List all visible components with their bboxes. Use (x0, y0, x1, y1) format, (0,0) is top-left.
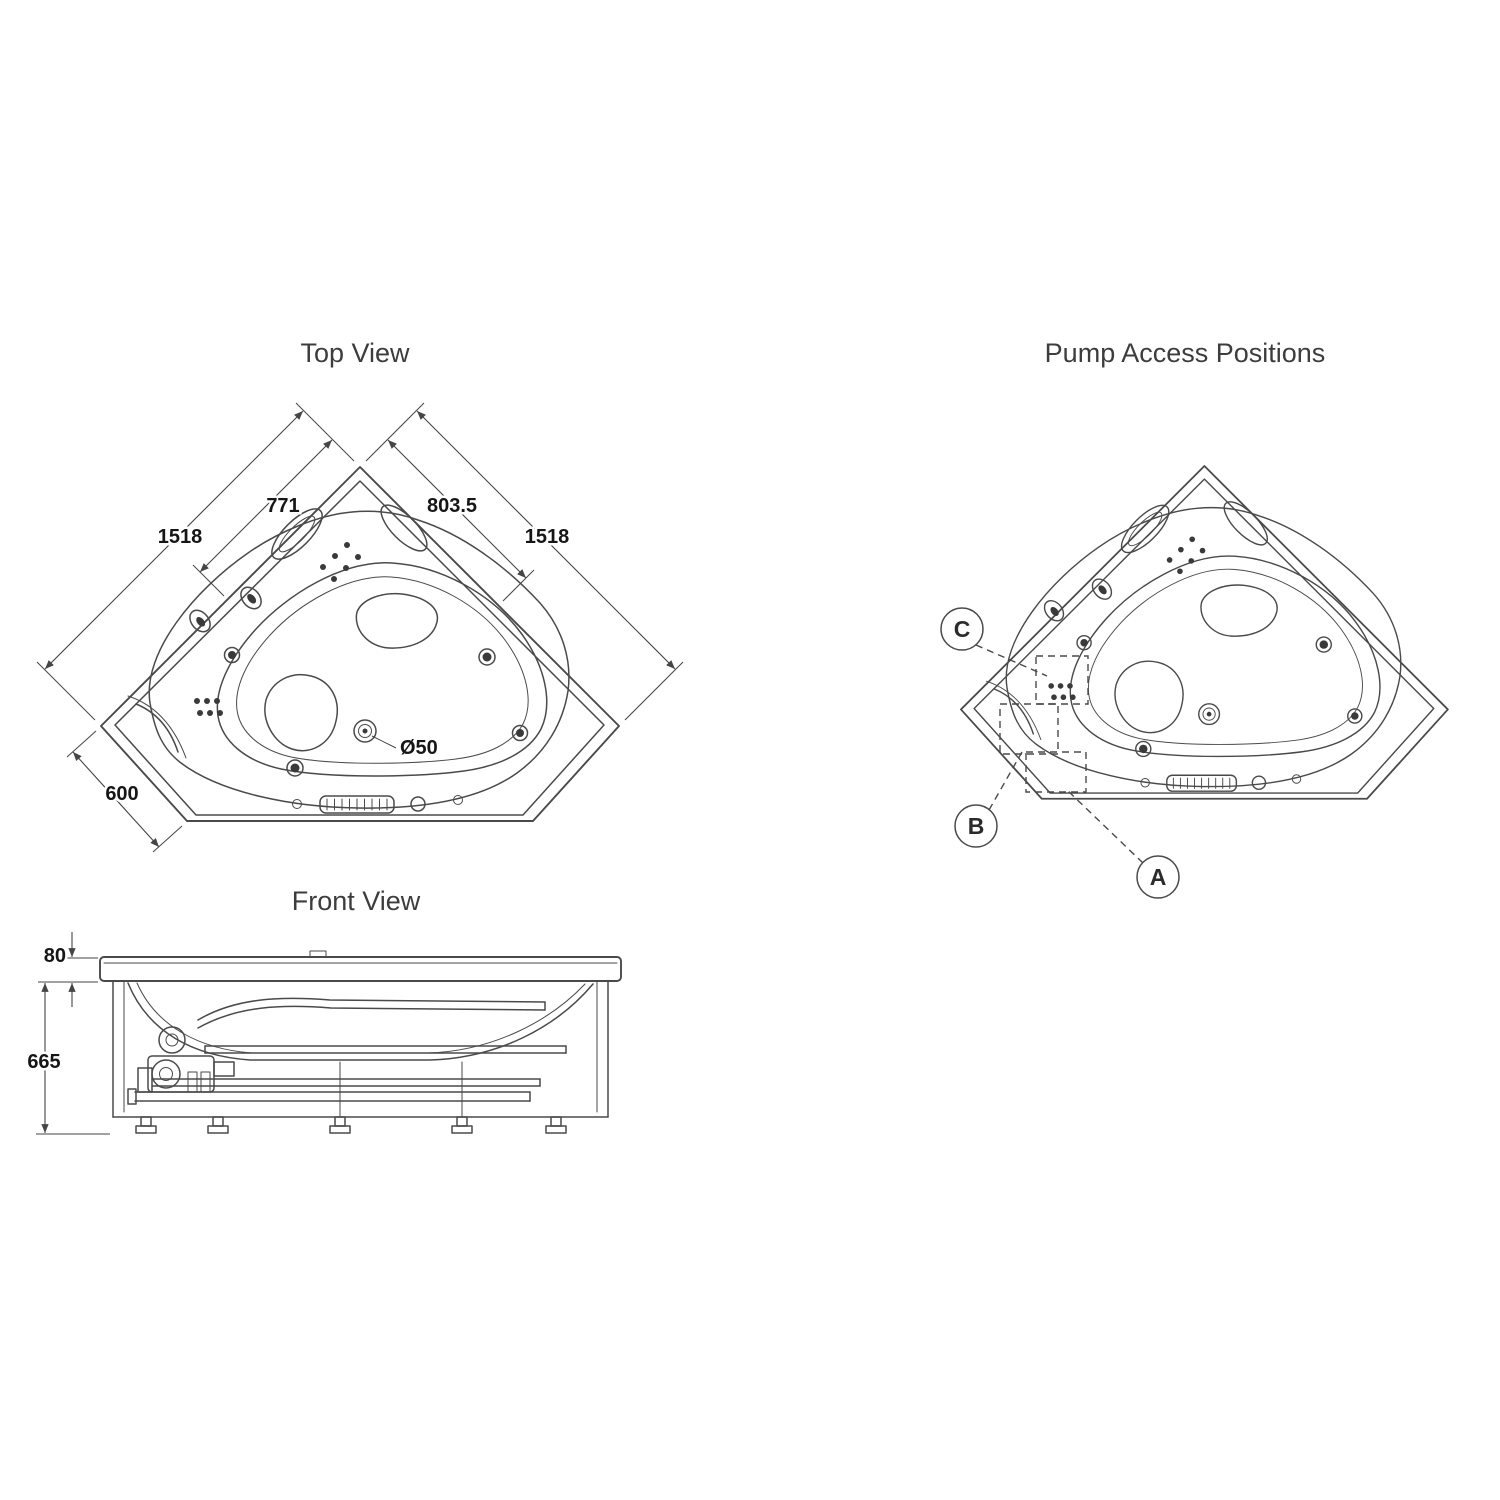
dimension-side-right: 1518 (365, 402, 684, 721)
dim-label-1518-left: 1518 (158, 526, 203, 548)
dimension-edge-left: 771 (192, 439, 333, 597)
dim-label-771: 771 (266, 495, 299, 517)
dim-label-drain: Ø50 (400, 737, 438, 759)
pump-position-box-c (1035, 655, 1089, 705)
leader-b (988, 751, 1023, 811)
top-view-title: Top View (300, 338, 410, 368)
front-frame (112, 980, 609, 1118)
front-view-dimensions: 80 665 (25, 932, 110, 1135)
pump-access-title: Pump Access Positions (1045, 338, 1326, 368)
position-marker-c: C (940, 607, 984, 651)
position-label-a: A (1150, 864, 1167, 890)
dim-label-1518-right: 1518 (525, 526, 570, 548)
front-rim (99, 956, 622, 982)
pump-access-view: C B A (940, 465, 1449, 899)
dimension-edge-right: 803.5 (387, 439, 535, 602)
pump-position-box-a (1025, 751, 1087, 793)
rim-fixture (309, 950, 327, 958)
dim-label-803-5: 803.5 (427, 495, 477, 517)
top-view-dimensions: 1518 771 1518 803.5 (36, 402, 684, 853)
position-label-c: C (954, 616, 971, 642)
dimension-side-left: 1518 (36, 402, 355, 721)
adjustable-feet (135, 1116, 567, 1134)
position-marker-a: A (1136, 855, 1180, 899)
leader-c (975, 644, 1048, 677)
dim-label-600: 600 (105, 783, 138, 805)
position-marker-b: B (954, 804, 998, 848)
bowl-section (127, 982, 594, 1061)
dim-label-80: 80 (44, 945, 66, 967)
front-view: 80 665 (25, 932, 622, 1135)
front-view-title: Front View (292, 886, 421, 916)
dimension-drain: Ø50 (371, 735, 440, 762)
dimension-corner-600: 600 (66, 730, 183, 853)
plumbing (127, 997, 567, 1105)
top-view: 1518 771 1518 803.5 (36, 402, 684, 853)
pump-position-box-b (999, 703, 1059, 755)
position-label-b: B (968, 813, 985, 839)
leader-a (1065, 788, 1144, 864)
pump-assembly (137, 1026, 235, 1093)
bowl-section-inner (136, 982, 586, 1054)
dim-label-665: 665 (27, 1051, 60, 1073)
